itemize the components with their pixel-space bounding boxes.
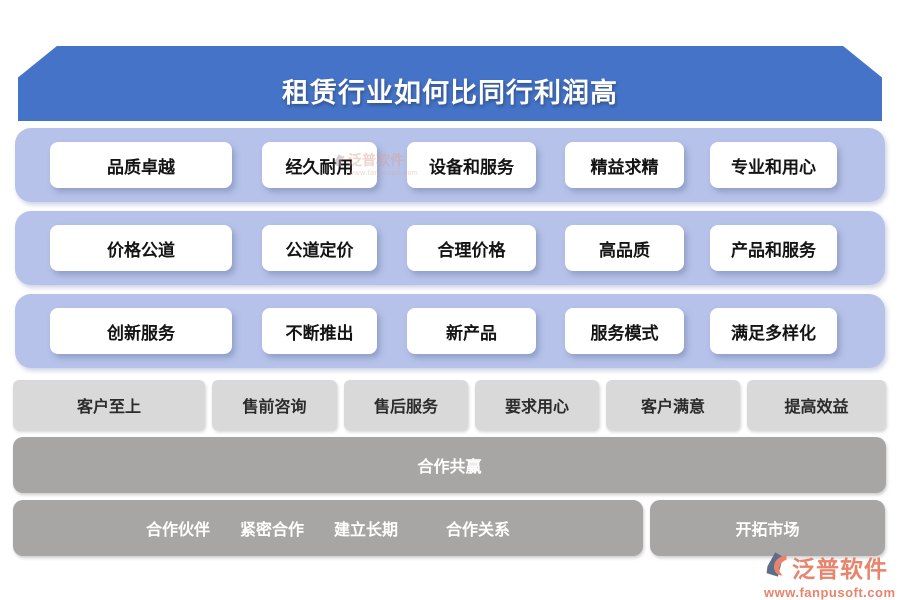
fanpu-logo-icon <box>766 552 787 577</box>
customer-row: 客户至上 售前咨询 售后服务 要求用心 客户满意 提高效益 <box>13 380 886 430</box>
feature-card: 经久耐用 <box>262 142 377 188</box>
title-banner: 租赁行业如何比同行利润高 <box>18 46 882 121</box>
logo-brand-text: 泛普软件 <box>792 556 888 582</box>
market-bar: 开拓市场 <box>650 500 885 556</box>
feature-card: 价格公道 <box>50 225 232 271</box>
partnership-item: 紧密合作 <box>239 522 304 539</box>
feature-card: 公道定价 <box>262 225 377 271</box>
feature-row-quality: 品质卓越 经久耐用 设备和服务 精益求精 专业和用心 <box>15 128 885 202</box>
partnership-item: 合作关系 <box>446 522 511 539</box>
feature-card: 高品质 <box>565 225 684 271</box>
cooperation-bar: 合作共赢 <box>13 437 886 493</box>
feature-row-price: 价格公道 公道定价 合理价格 高品质 产品和服务 <box>15 211 885 285</box>
customer-item: 售前咨询 <box>212 380 337 430</box>
customer-item: 提高效益 <box>747 380 886 430</box>
feature-card: 设备和服务 <box>407 142 536 188</box>
customer-item: 售后服务 <box>344 380 468 430</box>
feature-card: 专业和用心 <box>710 142 837 188</box>
feature-card: 不断推出 <box>262 308 377 354</box>
fanpu-logo: 泛普软件 www.fanpusoft.com <box>764 550 896 600</box>
feature-card: 精益求精 <box>565 142 684 188</box>
feature-card: 服务模式 <box>565 308 684 354</box>
feature-card: 创新服务 <box>50 308 232 354</box>
customer-item: 客户满意 <box>606 380 740 430</box>
feature-card: 满足多样化 <box>710 308 837 354</box>
customer-item: 客户至上 <box>13 380 205 430</box>
feature-card: 新产品 <box>407 308 536 354</box>
page-title: 租赁行业如何比同行利润高 <box>282 78 618 108</box>
partnership-bar: 合作伙伴 紧密合作 建立长期 合作关系 <box>13 500 643 556</box>
feature-card: 品质卓越 <box>50 142 232 188</box>
feature-row-innovation: 创新服务 不断推出 新产品 服务模式 满足多样化 <box>15 294 885 368</box>
partnership-item: 合作伙伴 <box>145 522 210 539</box>
customer-item: 要求用心 <box>475 380 599 430</box>
partnership-item: 建立长期 <box>334 522 399 539</box>
feature-card: 合理价格 <box>407 225 536 271</box>
logo-url-text: www.fanpusoft.com <box>764 585 896 600</box>
feature-card: 产品和服务 <box>710 225 837 271</box>
